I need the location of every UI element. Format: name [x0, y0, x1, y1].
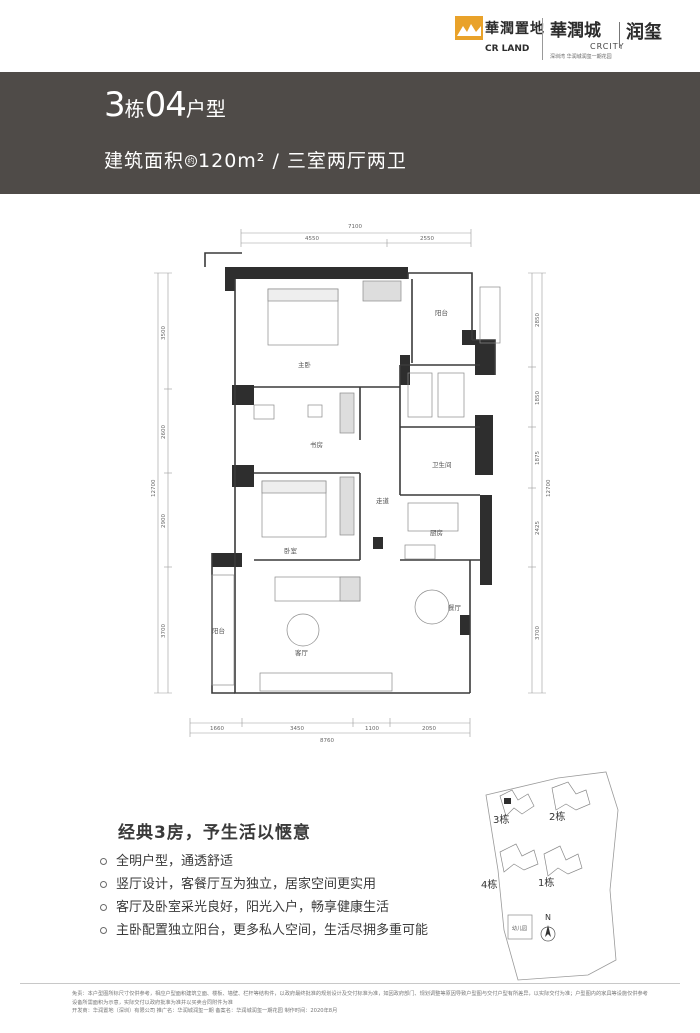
room-bedroom: 卧室 [284, 546, 298, 555]
floor-plan: 主卧 阳台 书房 卫生间 走道 厨房 卧室 餐厅 阳台 客厅 7100 4550… [150, 215, 560, 745]
room-study: 书房 [310, 440, 323, 449]
project-subtitle: 深圳湾 华润城润玺一期花园 [550, 54, 612, 60]
unit-suffix: 户型 [185, 97, 226, 121]
project-name-cn: 華潤城 [550, 21, 601, 41]
disclaimer-line: 开发商：华润置地（深圳）有限公司 推广名：华润城润玺一期 备案名：华润城润玺一期… [72, 1008, 338, 1014]
dim-right-a: 2850 [535, 313, 541, 327]
dim-right-d: 2425 [535, 521, 541, 535]
unit-number: 04 [144, 85, 187, 125]
wall-outlines [204, 252, 496, 694]
header-divider-2 [619, 22, 620, 48]
feature-item: 竖厅设计，客餐厅互为独立，居家空间更实用 [100, 873, 428, 896]
building-2-label: 2栋 [549, 810, 565, 823]
building-unit: 栋 [124, 97, 145, 121]
unit-title: 3栋04户型 [104, 88, 226, 122]
furniture [211, 280, 501, 692]
brand-name-en: CR LAND [485, 44, 530, 54]
dim-left-a: 3500 [161, 326, 167, 340]
bullet-icon [100, 858, 107, 865]
compass-icon [540, 925, 556, 942]
approx-badge: 约 [185, 155, 198, 167]
feature-text: 主卧配置独立阳台，更多私人空间，生活尽拥多重可能 [116, 923, 429, 938]
slogan: 经典3房，予生活以惬意 [118, 823, 311, 843]
dim-bottom-b: 3450 [290, 726, 304, 732]
feature-list: 全明户型，通透舒适 竖厅设计，客餐厅互为独立，居家空间更实用 客厅及卧室采光良好… [100, 850, 428, 942]
bullet-icon [100, 881, 107, 888]
footer-divider [20, 983, 680, 984]
room-master-bedroom: 主卧 [298, 360, 312, 369]
room-corridor: 走道 [376, 496, 390, 505]
dim-top-total: 7100 [348, 224, 362, 230]
building-number: 3 [104, 85, 126, 125]
unit-location-marker [504, 798, 511, 804]
dim-left-total: 12700 [151, 479, 157, 497]
dim-bottom-a: 1660 [210, 726, 224, 732]
north-label: N [545, 913, 551, 922]
cr-land-mark-icon [455, 16, 483, 40]
room-layout: 三室两厅两卫 [286, 150, 407, 172]
dim-left-c: 2900 [161, 514, 167, 528]
disclaimer-line: 免责：本户型图所标尺寸仅供参考，相应户型面积建筑立面、楼板、墙壁、栏杆等结构件，… [72, 991, 648, 997]
area-value: 120m² [198, 150, 266, 172]
walls [212, 267, 495, 635]
dim-right-e: 3700 [535, 626, 541, 640]
feature-text: 客厅及卧室采光良好，阳光入户，畅享健康生活 [116, 900, 390, 915]
disclaimer-line: 设备所需面积为示意，实际交付以政府批准为准并以买卖合同附件为准 [72, 999, 233, 1006]
dim-right-b: 1850 [535, 391, 541, 405]
feature-text: 竖厅设计，客餐厅互为独立，居家空间更实用 [116, 877, 377, 892]
cr-land-logo: 華潤置地 CR LAND [455, 16, 545, 62]
area-label: 建筑面积 [104, 150, 185, 172]
brand-name-cn: 華潤置地 [485, 21, 545, 37]
product-name: 润玺 [626, 22, 662, 43]
kindergarten-label: 幼儿园 [512, 925, 527, 932]
bullet-icon [100, 904, 107, 911]
floor-plan-drawing: 主卧 阳台 书房 卫生间 走道 厨房 卧室 餐厅 阳台 客厅 7100 4550… [151, 224, 552, 744]
site-plan: 3栋 2栋 4栋 1栋 幼儿园 N [478, 770, 620, 982]
room-bathroom: 卫生间 [432, 460, 452, 469]
room-balcony-left: 阳台 [212, 626, 225, 635]
dim-right-total: 12700 [546, 479, 552, 497]
header-divider [542, 18, 543, 60]
dim-bottom-d: 2050 [422, 726, 436, 732]
crcity-logo: 華潤城 CRCITY 深圳湾 华润城润玺一期花园 [550, 16, 640, 62]
feature-item: 全明户型，通透舒适 [100, 850, 428, 873]
dim-left-b: 2600 [161, 425, 167, 439]
building-3-label: 3栋 [493, 813, 509, 826]
dim-right-c: 1875 [535, 451, 541, 465]
disclaimer: 免责：本户型图所标尺寸仅供参考，相应户型面积建筑立面、楼板、墙壁、栏杆等结构件，… [72, 990, 648, 1016]
room-dining: 餐厅 [448, 603, 462, 612]
dim-top-a: 4550 [305, 236, 319, 242]
room-kitchen: 厨房 [430, 528, 443, 537]
building-4-label: 4栋 [481, 878, 497, 891]
bullet-icon [100, 927, 107, 934]
feature-text: 全明户型，通透舒适 [116, 854, 234, 869]
dim-bottom-c: 1100 [365, 726, 379, 732]
header: 華潤置地 CR LAND 華潤城 CRCITY 深圳湾 华润城润玺一期花园 润玺 [0, 0, 700, 72]
site-plan-map: 3栋 2栋 4栋 1栋 幼儿园 N [481, 771, 619, 981]
room-living: 客厅 [295, 648, 309, 657]
feature-item: 客厅及卧室采光良好，阳光入户，畅享健康生活 [100, 896, 428, 919]
project-name-en: CRCITY [590, 42, 625, 51]
room-balcony-top: 阳台 [435, 308, 448, 317]
building-1-label: 1栋 [538, 876, 554, 889]
summary-separator: / [265, 150, 287, 172]
dim-left-d: 3700 [161, 624, 167, 638]
dim-bottom-total: 8760 [320, 738, 334, 744]
feature-item: 主卧配置独立阳台，更多私人空间，生活尽拥多重可能 [100, 919, 428, 942]
dim-top-b: 2550 [420, 236, 434, 242]
